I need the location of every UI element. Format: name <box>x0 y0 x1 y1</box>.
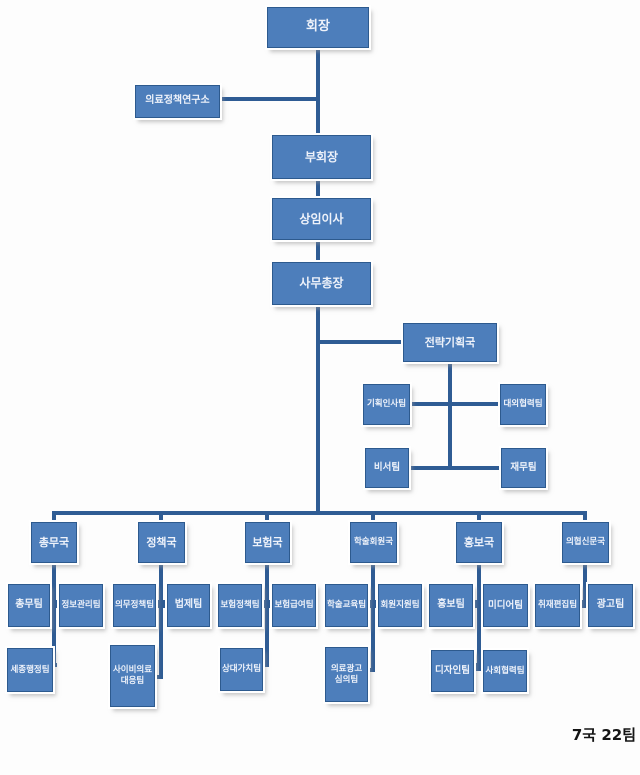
box-team-insurance-benefits: 보험급여팀 <box>272 584 316 627</box>
connector-hook <box>151 675 163 679</box>
box-secretary-team: 비서팀 <box>365 448 409 488</box>
box-team-relative-value: 상대가치팀 <box>220 648 263 691</box>
connector-hook <box>259 663 269 667</box>
box-team-legal: 법제팀 <box>167 584 210 627</box>
box-bureau-kma-newspaper: 의협신문국 <box>562 522 609 563</box>
connector-column <box>477 560 481 670</box>
connector-execdirector-down <box>316 240 320 263</box>
box-bureau-insurance: 보험국 <box>245 522 290 563</box>
connector-stub <box>159 511 163 524</box>
connector-stub <box>371 511 375 524</box>
connector-strategic-branch <box>318 340 403 344</box>
connector-vicechairman-down <box>316 179 320 199</box>
box-bureau-academic-members: 학술회원국 <box>350 522 397 563</box>
connector-strategic-down <box>448 361 452 470</box>
connector-column <box>265 560 269 667</box>
box-finance-team: 재무팀 <box>501 448 546 488</box>
junction-dot <box>50 600 58 608</box>
box-team-medical-policy: 의무정책팀 <box>113 584 156 627</box>
box-chairman: 회장 <box>267 7 369 48</box>
summary-count: 7국 22팀 <box>571 726 636 744</box>
connector-chairman-trunk <box>316 48 320 136</box>
box-team-insurance-policy: 보험정책팀 <box>218 584 262 627</box>
junction-dot <box>157 600 165 608</box>
connector-column <box>159 560 163 679</box>
box-bureau-policy: 정책국 <box>138 522 185 563</box>
connector-main-trunk <box>316 305 320 515</box>
box-external-coop-team: 대외협력팀 <box>500 384 546 425</box>
box-team-media: 미디어팀 <box>483 584 528 627</box>
box-institute: 의료정책연구소 <box>135 85 220 118</box>
connector-column <box>52 560 56 667</box>
connector-strategic-row2 <box>407 466 503 470</box>
junction-dot <box>263 600 271 608</box>
connector-hook <box>364 668 375 672</box>
box-bureau-general-affairs: 총무국 <box>31 522 77 563</box>
junction-dot <box>474 663 482 671</box>
junction-dot <box>580 600 588 608</box>
box-team-medical-ad-review: 의료광고 심의팀 <box>325 647 368 702</box>
box-team-advertising: 광고팀 <box>588 584 633 627</box>
box-team-general-affairs: 총무팀 <box>8 584 50 627</box>
connector-bureaus-horizontal <box>52 511 587 515</box>
box-secretary-general: 사무총장 <box>272 262 371 305</box>
box-team-design: 디자인팀 <box>431 650 474 692</box>
box-team-social-coop: 사회협력팀 <box>483 650 527 692</box>
box-vice-chairman: 부회장 <box>272 135 371 179</box>
connector-stub <box>265 511 269 524</box>
connector-column <box>371 560 375 672</box>
junction-dot <box>474 600 482 608</box>
box-team-quack-response: 사이비의료 대응팀 <box>110 645 155 707</box>
box-executive-director: 상임이사 <box>272 198 371 240</box>
box-strategic-bureau: 전략기획국 <box>403 323 497 362</box>
connector-stub <box>477 511 481 524</box>
connector-column <box>583 560 587 606</box>
box-team-academic-education: 학술교육팀 <box>325 584 368 627</box>
box-team-member-support: 회원지원팀 <box>378 584 422 627</box>
box-planning-hr-team: 기획인사팀 <box>363 384 410 425</box>
connector-stub <box>583 511 587 524</box>
box-bureau-public-relations: 홍보국 <box>456 522 502 563</box>
box-team-info-management: 정보관리팀 <box>59 584 103 627</box>
connector-institute-branch <box>219 97 318 101</box>
box-team-pr: 홍보팀 <box>429 584 473 627</box>
junction-dot <box>369 600 377 608</box>
box-team-sejong-admin: 세종행정팀 <box>7 648 53 692</box>
box-team-report-edit: 취재편집팀 <box>535 584 580 627</box>
connector-stub <box>52 511 56 524</box>
connector-strategic-row1 <box>408 402 502 406</box>
